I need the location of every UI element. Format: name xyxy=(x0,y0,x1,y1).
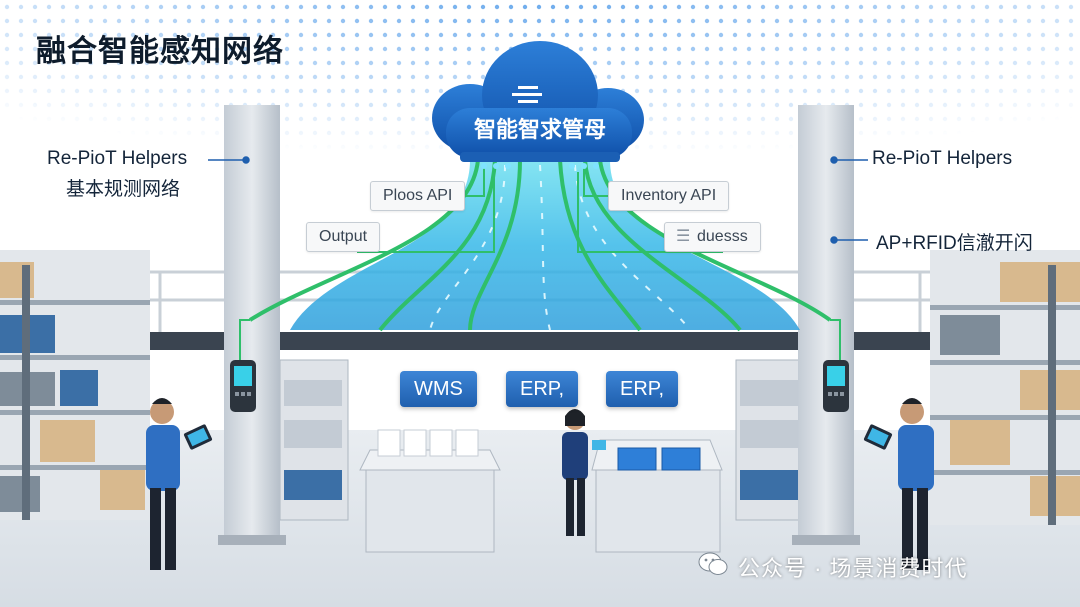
display-unit-right xyxy=(591,439,723,553)
wechat-icon xyxy=(698,552,728,575)
ploos-api-box: Ploos API xyxy=(370,181,466,211)
right-callout-line2: AP+RFID信澈开闪 xyxy=(876,233,1033,254)
watermark-text: 公众号 · 场景消费时代 xyxy=(738,556,968,581)
worker-center xyxy=(562,409,606,536)
cloud-hub-label: 智能智求管母 xyxy=(473,117,606,142)
right-shelving xyxy=(930,250,1080,525)
inventory-api-box: Inventory API xyxy=(608,181,730,211)
inner-shelf-left xyxy=(279,359,349,521)
display-unit-left xyxy=(359,429,501,553)
erp-system-box-1: ERP, xyxy=(506,371,579,407)
mezzanine-beam xyxy=(150,332,940,350)
left-shelving xyxy=(0,250,150,520)
pillar-right xyxy=(792,105,860,545)
rfid-scanner-right-icon xyxy=(823,360,849,412)
erp-system-box-2: ERP, xyxy=(606,371,679,407)
right-callout-line1: Re-PioT Helpers xyxy=(872,148,1013,169)
output-box: Output xyxy=(306,222,381,252)
duesss-box: ☰ duesss xyxy=(664,222,761,252)
cloud-logo-icon xyxy=(512,86,542,103)
page-title: 融合智能感知网络 xyxy=(36,35,284,68)
wms-system-box: WMS xyxy=(400,371,477,407)
stack-icon: ☰ xyxy=(676,228,691,245)
pillar-left xyxy=(218,105,286,545)
left-callout-line1: Re-PioT Helpers xyxy=(47,148,188,169)
cloud-hub xyxy=(432,41,644,169)
callout-lines xyxy=(208,156,868,244)
duesss-label: duesss xyxy=(697,228,748,245)
worker-left xyxy=(146,398,213,570)
rfid-scanner-left-icon xyxy=(230,360,256,412)
worker-right xyxy=(863,398,934,570)
left-callout-line2: 基本规测网络 xyxy=(66,179,181,200)
inner-shelf-right xyxy=(735,359,807,521)
